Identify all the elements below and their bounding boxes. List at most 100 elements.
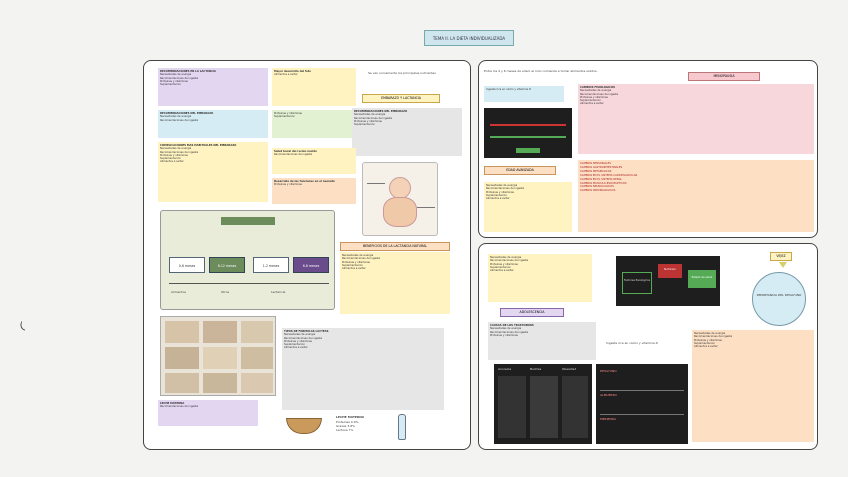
embarazo-line-1: Necesidades de energia	[160, 115, 192, 119]
cambio-1: CAMBIOS GASTROINTESTINALES	[580, 165, 623, 169]
diagram-node-3: 1-2 meses	[253, 257, 289, 273]
legend-b: Otros	[221, 290, 230, 294]
edad-avanzada-box: Necesidades de energia Recomendaciones d…	[484, 182, 572, 232]
desarrollo-head: Desarrollo de las funciones en el neonat…	[274, 180, 335, 183]
ea-line-2: Recomendaciones de ingesta	[486, 187, 525, 191]
timeline-diagram: 0-6 meses 6-12 meses 1-2 meses 6-8 meses…	[160, 210, 335, 310]
lactancia-box: RECOMENDACIONES EN LA LACTANCIA Necesida…	[158, 68, 268, 106]
intro-note: Se ven unicamente los principales nutrie…	[368, 71, 436, 75]
pct-value-2: 3.8%	[347, 424, 355, 428]
vejez-circle-label: IMPORTANCIA DEL DESAYUNO	[756, 293, 802, 297]
line-4: Suplementacion	[160, 83, 182, 87]
section-beneficios: BENEFICIOS DE LA LACTANCIA NATURAL	[340, 242, 450, 251]
line-1: Necesidades de energia	[160, 73, 192, 77]
cambio-3: CAMBIOS EN EL SISTEMA CARDIOVASCULAR	[580, 173, 638, 177]
legend-c: Lactancia	[271, 290, 286, 294]
menop-line-1: Necesidades de energia	[580, 89, 612, 93]
photo-3	[241, 321, 273, 343]
pct-row-1: Proteinas 0.9%	[336, 420, 396, 425]
node-label-2: Estado de salud	[691, 276, 713, 279]
cursor-mark	[19, 321, 27, 331]
leche-head: LECHE MATERNA	[160, 402, 185, 405]
pct-title: LECHE MATERNA	[336, 415, 365, 419]
salud-head: Salud bucal del recien nacido	[274, 150, 317, 153]
timeline-3: 6-8 meses	[302, 264, 320, 268]
nutrient-line-3: Proteinas y vitaminas	[354, 119, 382, 123]
diagram-node-2: 6-12 meses	[209, 257, 245, 273]
tipos-line-5: Alimentos a evitar	[284, 346, 308, 350]
ad-line-4: Suplementacion	[490, 265, 512, 269]
timeline-1: 6-12 meses	[217, 264, 237, 268]
diagram-top-bar	[221, 217, 275, 225]
rec-line-5: Alimentos a evitar	[694, 345, 718, 349]
cambios-box: CAMBIOS SENSORIALES CAMBIOS GASTROINTEST…	[578, 160, 814, 232]
menu-2: MERIENDA	[600, 417, 616, 421]
vejez-diagram: Factores fisiologicos Nutricion Estado d…	[616, 256, 720, 306]
timeline-0: 0-6 meses	[178, 264, 196, 268]
menu-1: ALMUERZO	[600, 393, 617, 397]
cambio-0: CAMBIOS SENSORIALES	[580, 162, 611, 165]
dha-box: Mayor desarrollo del feto Alimentos a ev…	[272, 68, 356, 106]
disorders-table: Anorexia Bulimia Obesidad	[494, 364, 592, 444]
leche-materna-box: LECHE MATERNA Recomendaciones de ingesta	[158, 400, 258, 426]
pct-row-3: Lactosa 7%	[336, 428, 396, 433]
menu-0: DESAYUNO	[600, 369, 617, 373]
complic-line-2: Recomendaciones de ingesta	[160, 150, 199, 154]
baby-illustration	[362, 162, 438, 236]
causas-box: CAUSAS DE LOS TRASTORNOS Necesidades de …	[488, 322, 596, 360]
menu-rule-1	[600, 390, 684, 391]
line-3: Proteinas y vitaminas	[160, 79, 188, 83]
cambio-4: CAMBIOS EN EL SISTEMA RENAL	[580, 177, 622, 181]
side-label: Ingesta rica en calcio y vitamina D	[606, 341, 658, 345]
right-top-note: Entre los 4 y 6 meses de edad, el nino c…	[484, 69, 598, 73]
ad-line-3: Proteinas y vitaminas	[490, 262, 518, 266]
ad-line-1: Necesidades de energia	[490, 256, 522, 259]
recommend-line-1: Proteinas y vitaminas	[274, 112, 302, 115]
ea-line-3: Proteinas y vitaminas	[486, 190, 514, 194]
vejez-circle: IMPORTANCIA DEL DESAYUNO	[752, 272, 806, 326]
ben-line-4: Suplementacion	[342, 263, 364, 267]
causas-line-1: Necesidades de energia	[490, 327, 522, 331]
cambio-5: CAMBIOS MUSCULO-ESQUELETICOS	[580, 181, 627, 185]
rec-line-4: Suplementacion	[694, 341, 716, 345]
diagram-line	[169, 283, 329, 284]
nutrient-line-2: Recomendaciones de ingesta	[354, 116, 393, 120]
disorder-0: Anorexia	[498, 367, 512, 371]
nutrient-line-1: Necesidades de energia	[354, 113, 386, 117]
menop-head: CAMBIOS FISIOLOGICOS	[580, 86, 616, 89]
nutrient-head: RECOMENDACIONES DEL EMBARAZO	[354, 110, 408, 113]
section-vejez: VEJEZ	[770, 252, 792, 261]
baby-bottle-icon	[398, 414, 406, 440]
disorder-2: Obesidad	[562, 367, 577, 371]
diagram-node-nutri: Nutricion	[658, 264, 682, 278]
section-edad-avanzada: EDAD AVANZADA	[484, 166, 556, 175]
vejez-arrow-icon	[779, 262, 787, 268]
menu-rule-2	[600, 414, 684, 415]
section-adolescencia: ADOLESCENCIA	[500, 308, 564, 317]
ben-line-3: Proteinas y vitaminas	[342, 260, 370, 264]
photo-2	[203, 321, 237, 343]
ben-line-5: Alimentos a evitar	[342, 267, 366, 271]
photo-9	[241, 373, 273, 393]
pct-label-2: Grasas	[336, 424, 347, 428]
node-label-1: Nutricion	[664, 268, 676, 271]
desarrollo-line: Proteinas y vitaminas	[274, 183, 302, 187]
pct-label-3: Lactosa	[336, 428, 348, 432]
menop-line-3: Proteinas y vitaminas	[580, 95, 608, 99]
tipos-line-1: Necesidades de energia	[284, 333, 316, 337]
causas-line-2: Recomendaciones de ingesta	[490, 330, 529, 334]
diagram-node-salud: Estado de salud	[688, 270, 716, 288]
node-label-0: Factores fisiologicos	[624, 279, 650, 282]
recomendaciones-box: Necesidades de energia Recomendaciones d…	[692, 330, 814, 442]
salud-line: Recomendaciones de ingesta	[274, 153, 313, 157]
ad-line-2: Recomendaciones de ingesta	[490, 259, 529, 263]
section-menopausia: MENOPAUSIA	[688, 72, 760, 81]
pct-value-3: 7%	[348, 428, 354, 432]
complic-line-5: Alimentos a evitar	[160, 160, 184, 164]
recommend-line-2: Suplementacion	[274, 115, 296, 119]
causas-head: CAUSAS DE LOS TRASTORNOS	[490, 324, 534, 327]
photo-1	[165, 321, 199, 343]
chart-line-green	[490, 136, 566, 138]
nutrient-line-4: Suplementacion	[354, 123, 376, 127]
intro-line: Ingesta rica en calcio y vitamina D	[486, 88, 531, 91]
